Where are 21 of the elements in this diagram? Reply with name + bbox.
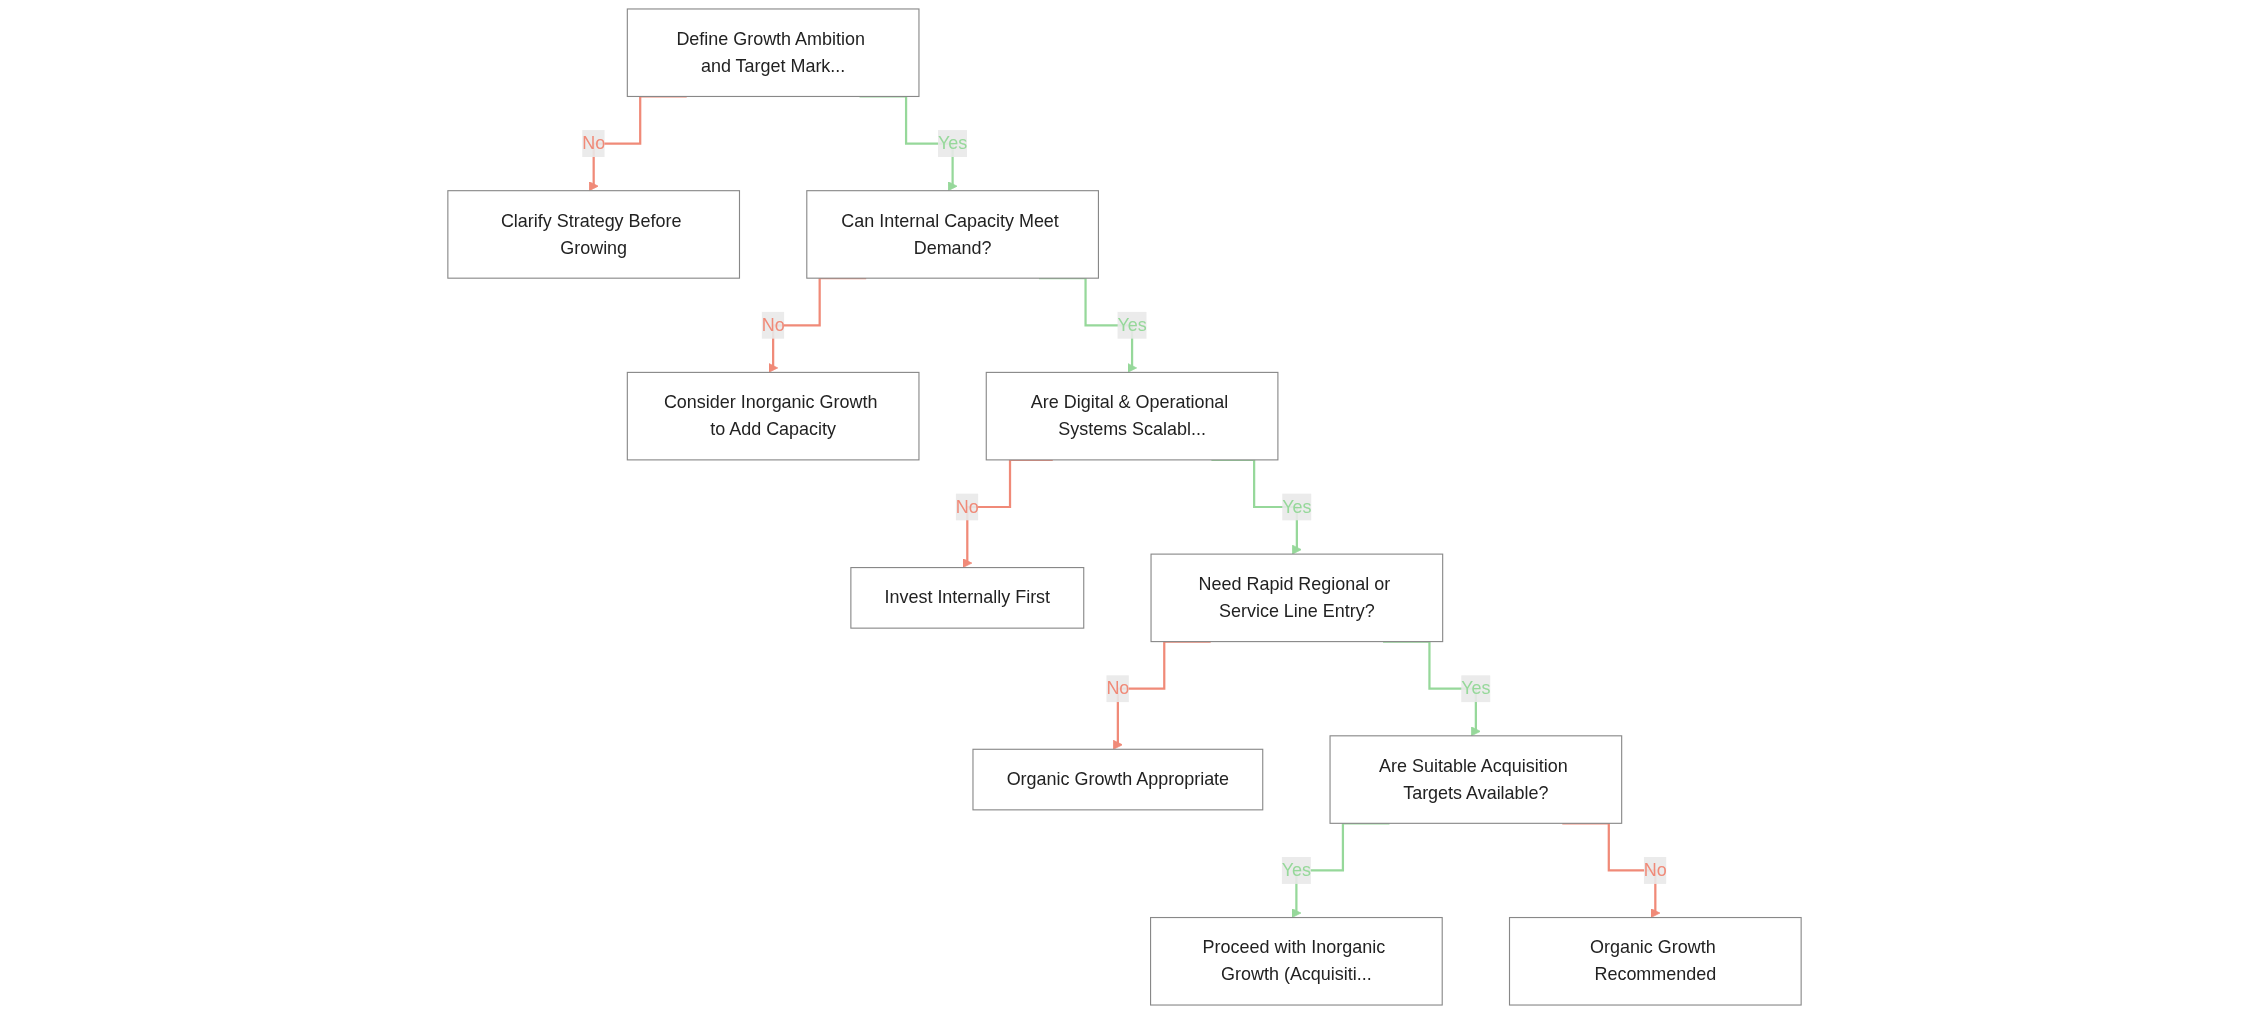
node-box: Consider Inorganic Growth to Add Capacity [626,371,920,461]
node-box: Define Growth Ambition and Target Mark... [626,8,920,97]
node-box: Are Digital & Operational Systems Scalabl... [985,371,1279,461]
edge-label: No [761,315,785,335]
edge-label: Yes [937,133,968,153]
node-box: Organic Growth Appropriate [972,748,1264,811]
edge-label: No [1106,678,1130,698]
node-box: Proceed with Inorganic Growth (Acquisiti... [1150,917,1443,1006]
node-box: Organic Growth Recommended [1508,917,1802,1006]
node-box: Can Internal Capacity Meet Demand? [806,190,1099,279]
node-box: Clarify Strategy Before Growing [447,190,741,279]
edge-label: Yes [1282,496,1312,516]
edge-label: Yes [1281,860,1312,880]
edge-label: No [955,496,979,516]
edge-label: No [582,133,606,153]
node-box: Need Rapid Regional or Service Line Entry? [1150,553,1444,643]
edge-label: Yes [1117,315,1147,335]
node-box: Are Suitable Acquisition Targets Available? [1329,735,1623,824]
node-box: Invest Internally First [850,567,1085,629]
edge-label: Yes [1461,678,1491,698]
edge-label: No [1643,860,1667,880]
